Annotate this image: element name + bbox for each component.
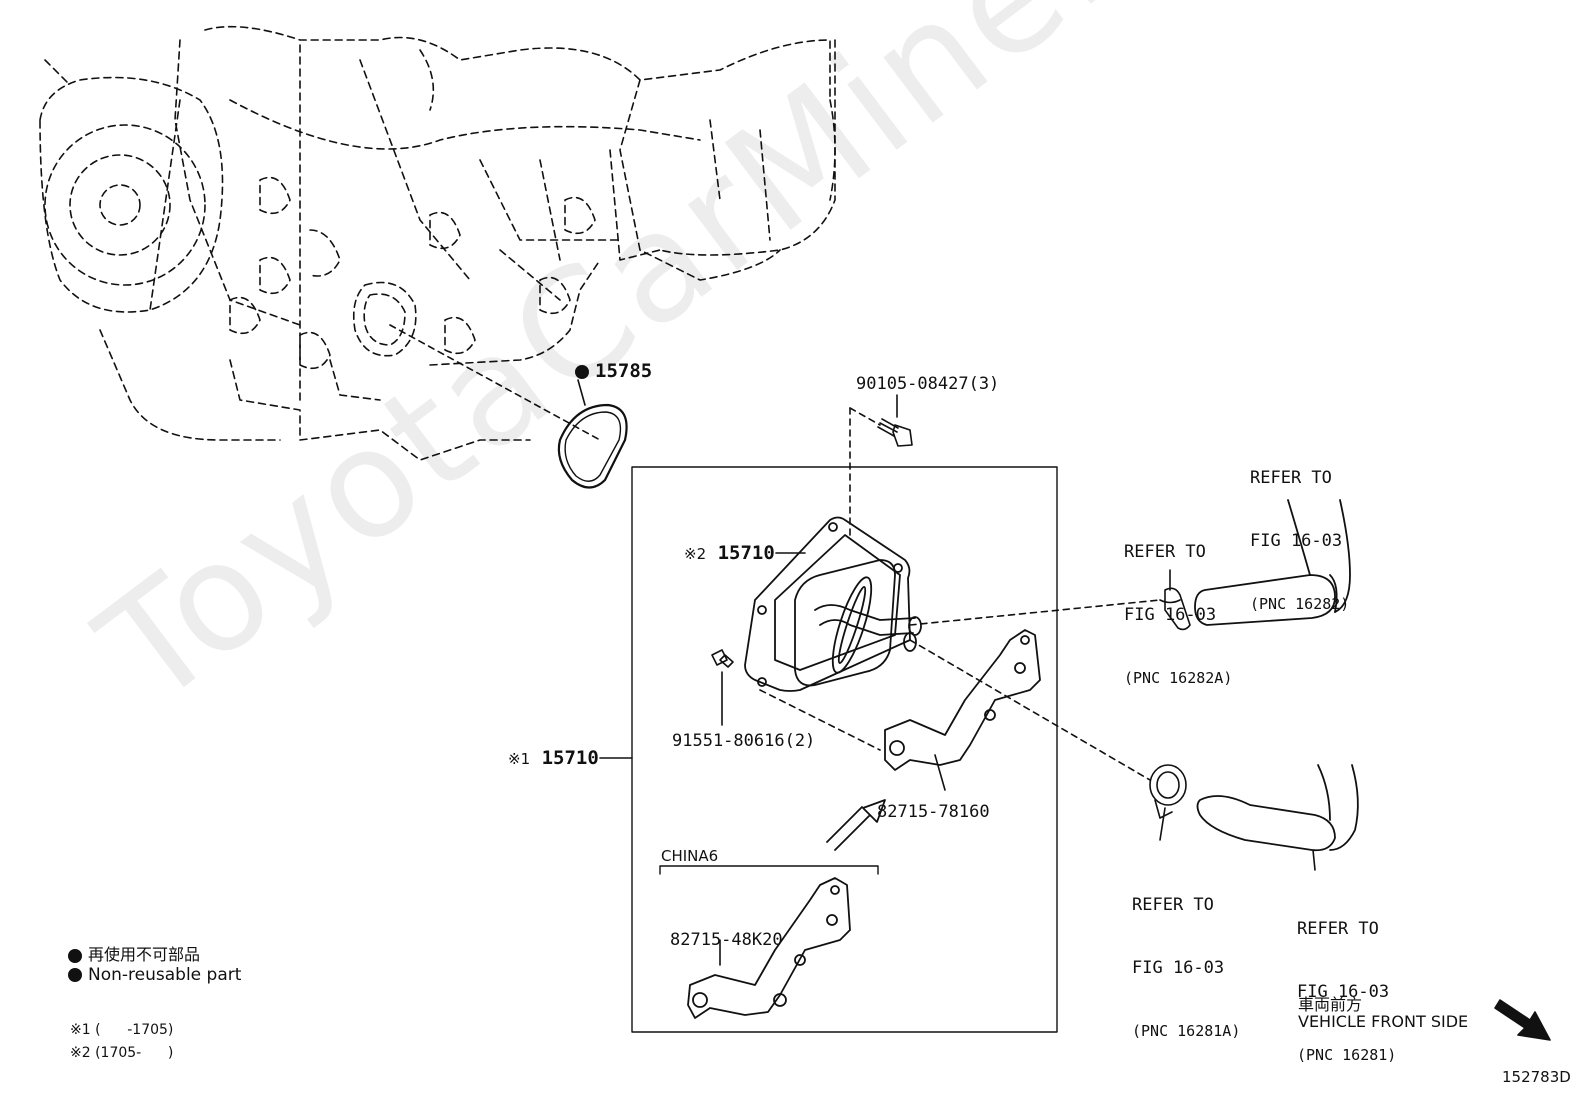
refer-16281-line1: REFER TO — [1297, 919, 1379, 939]
refer-16281A-pnc: (PNC 16281A) — [1132, 1022, 1241, 1040]
refer-16281A-line1: REFER TO — [1132, 895, 1214, 915]
drain-plug-91551 — [711, 649, 734, 668]
legend-jp: 再使用不可部品 — [68, 941, 200, 965]
hose-clamp-lower — [1149, 764, 1187, 819]
refer-16282-line1: REFER TO — [1250, 468, 1332, 488]
hose-lower — [1196, 764, 1359, 852]
label-bracket-china: 82715-48K20 — [670, 930, 783, 950]
oil-cooler-15710 — [744, 516, 922, 692]
refer-16281-pnc: (PNC 16281) — [1297, 1046, 1397, 1064]
bracket-82715-48K20 — [687, 877, 851, 1019]
mark-1: ※1 — [508, 750, 531, 768]
refer-16282A-line1: REFER TO — [1124, 542, 1206, 562]
legend-jp-text: 再使用不可部品 — [88, 945, 201, 964]
label-cooler-b: ※1 15710 — [508, 749, 599, 768]
refer-16282A-line2: FIG 16-03 — [1124, 605, 1217, 625]
mark-2: ※2 — [684, 545, 707, 563]
label-gasket: 15785 — [575, 362, 652, 381]
vehicle-front-arrow — [1494, 999, 1551, 1041]
refer-16282A: REFER TO FIG 16-03 (PNC 16282A) — [1124, 500, 1232, 710]
engine-block — [39, 25, 836, 461]
refer-16282-pnc: (PNC 16282) — [1250, 595, 1350, 613]
legend-dot-icon — [68, 968, 82, 982]
refer-16282-line2: FIG 16-03 — [1250, 531, 1343, 551]
label-cooler-b-text: 15710 — [541, 747, 599, 769]
refer-16281-line2: FIG 16-03 — [1297, 982, 1390, 1002]
refer-16281: REFER TO FIG 16-03 (PNC 16281) — [1297, 877, 1396, 1087]
label-gasket-text: 15785 — [595, 360, 653, 382]
vehicle-front-en: VEHICLE FRONT SIDE — [1298, 1012, 1469, 1031]
label-cooler-a: ※2 15710 — [684, 544, 775, 563]
label-drain: 91551-80616(2) — [672, 731, 816, 751]
gasket-15785 — [557, 403, 628, 489]
legend-note-1: ※1 ( -1705) — [70, 1022, 174, 1038]
legend-en: Non-reusable part — [68, 965, 241, 985]
china6-bracket-frame — [659, 865, 879, 875]
label-cooler-a-text: 15710 — [717, 542, 775, 564]
assembly-frame — [631, 466, 1058, 1033]
legend-en-text: Non-reusable part — [88, 965, 242, 985]
refer-16281A-line2: FIG 16-03 — [1132, 958, 1225, 978]
hose-upper — [1194, 499, 1351, 626]
bracket-82715-78160 — [884, 629, 1041, 771]
label-china6: CHINA6 — [661, 847, 719, 865]
legend-dot-icon — [68, 948, 82, 963]
label-bracket: 82715-78160 — [877, 802, 990, 822]
legend-note-2: ※2 (1705- ) — [70, 1045, 174, 1061]
label-bolt: 90105-08427(3) — [856, 374, 1000, 394]
arrow-indicator — [834, 799, 886, 851]
refer-16282A-pnc: (PNC 16282A) — [1124, 669, 1233, 687]
refer-16281A: REFER TO FIG 16-03 (PNC 16281A) — [1132, 853, 1240, 1063]
figure-id: 152783D — [1502, 1068, 1571, 1086]
refer-16282: REFER TO FIG 16-03 (PNC 16282) — [1250, 426, 1349, 636]
hose-clamp-upper — [1159, 587, 1191, 631]
vehicle-front-jp: 車両前方 — [1298, 995, 1363, 1014]
bolt-90105 — [877, 418, 913, 447]
non-reusable-dot-icon — [575, 364, 589, 379]
